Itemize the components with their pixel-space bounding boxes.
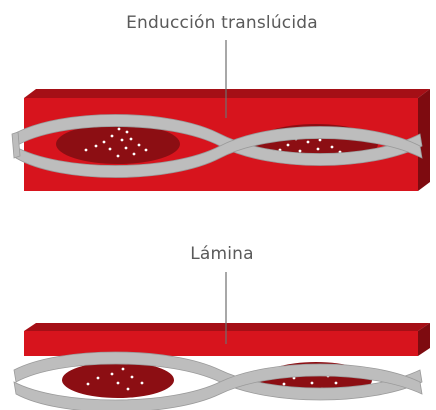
figure-lamina [13, 272, 430, 410]
strand-wave-d [13, 363, 423, 410]
label-lamina: Lámina [190, 244, 254, 264]
strand-wave-c [13, 351, 423, 401]
strand-tail-left [11, 131, 21, 159]
figure-translucent-enduction [11, 40, 430, 191]
fiber-bundle-left [56, 124, 180, 164]
fiber-bundle-left-2 [62, 362, 174, 398]
strand-wave-b [13, 126, 423, 178]
fiber-dots-left-2 [86, 367, 144, 391]
block-side [418, 89, 430, 191]
label-translucent-enduction: Enducción translúcida [126, 13, 318, 33]
fiber-dots-left [84, 127, 148, 158]
lamina-side [418, 323, 430, 356]
lamina-top [24, 323, 430, 331]
lamina-front [24, 331, 418, 356]
strand-wave-a [13, 114, 423, 166]
block-top [24, 89, 430, 98]
